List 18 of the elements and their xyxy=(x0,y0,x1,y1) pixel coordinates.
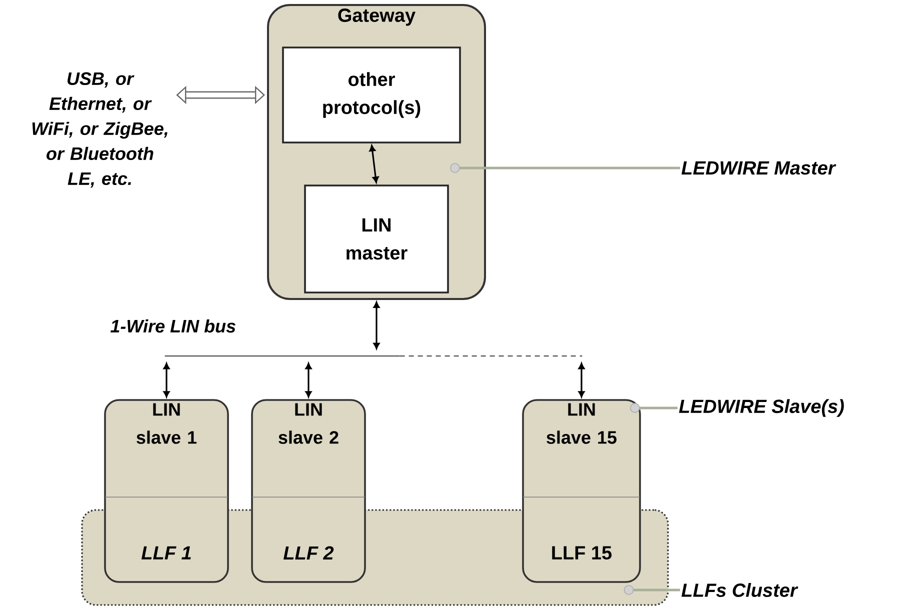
arrow xyxy=(578,362,585,398)
interface-text: USB, or Ethernet, or WiFi, or ZigBee, or Bluetooth LE, etc. xyxy=(32,72,168,188)
slave-box: LIN slave 2 LLF 2 xyxy=(251,399,366,583)
callout-label: LEDWIRE Slave(s) xyxy=(679,399,844,417)
slave-box: LIN slave 15 LLF 15 xyxy=(522,399,641,583)
arrow xyxy=(163,362,170,398)
slave-box: LIN slave 1 LLF 1 xyxy=(104,399,229,583)
leader-line xyxy=(624,585,680,595)
bus-label: 1-Wire LIN bus xyxy=(110,319,236,333)
arrow xyxy=(373,302,380,350)
arrow xyxy=(305,362,312,398)
arrow xyxy=(369,145,379,183)
callout-label: LLFs Cluster xyxy=(682,583,798,597)
callout-label: LEDWIRE Master xyxy=(682,161,836,175)
leader-line xyxy=(450,163,680,173)
leader-line xyxy=(630,403,678,413)
protocol-box: LIN master xyxy=(304,184,449,294)
protocol-box: other protocol(s) xyxy=(282,46,461,144)
